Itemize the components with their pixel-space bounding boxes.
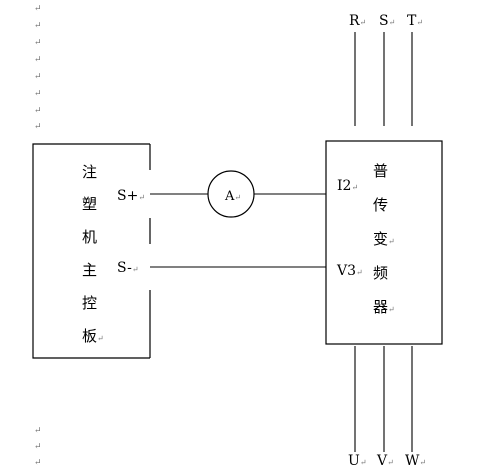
inverter-char: 传 xyxy=(373,196,389,214)
paragraph-mark: ↵ xyxy=(34,38,42,48)
inverter-char: 器↵ xyxy=(373,298,395,316)
paragraph-mark: ↵ xyxy=(34,4,42,14)
left-board-char: 机 xyxy=(82,228,98,246)
terminal-label-s-minus: S-↵ xyxy=(117,260,139,276)
left-board-char: 主 xyxy=(82,261,98,279)
terminal-label-w: W↵ xyxy=(405,453,427,469)
inverter-char: 频 xyxy=(373,264,389,282)
ammeter-label: A↵ xyxy=(225,189,242,204)
terminal-label-s: S↵ xyxy=(379,13,396,29)
paragraph-mark: ↵ xyxy=(34,122,42,132)
paragraph-mark: ↵ xyxy=(34,55,42,65)
left-board-char: 板↵ xyxy=(82,327,104,345)
paragraph-mark: ↵ xyxy=(34,106,42,116)
paragraph-mark: ↵ xyxy=(34,458,42,468)
left-board-char: 塑 xyxy=(82,195,98,213)
paragraph-mark: ↵ xyxy=(34,442,42,452)
terminal-label-t: T↵ xyxy=(407,13,424,29)
terminal-label-r: R↵ xyxy=(349,13,367,29)
terminal-label-v: V↵ xyxy=(377,453,394,469)
terminal-label-i2: I2↵ xyxy=(337,178,359,194)
inverter-outline xyxy=(325,140,443,345)
paragraph-mark: ↵ xyxy=(34,426,42,436)
left-board-char: 注 xyxy=(82,163,98,181)
paragraph-mark: ↵ xyxy=(34,72,42,82)
paragraph-mark: ↵ xyxy=(34,89,42,99)
paragraph-mark: ↵ xyxy=(34,21,42,31)
terminal-label-v3: V3↵ xyxy=(337,263,363,279)
terminal-label-s-plus: S+↵ xyxy=(117,188,146,204)
left-board-outline xyxy=(32,143,150,359)
inverter-char: 普 xyxy=(373,162,389,180)
left-board-char: 控 xyxy=(82,294,98,312)
inverter-char: 变↵ xyxy=(373,230,395,248)
terminal-label-u: U↵ xyxy=(348,453,367,469)
